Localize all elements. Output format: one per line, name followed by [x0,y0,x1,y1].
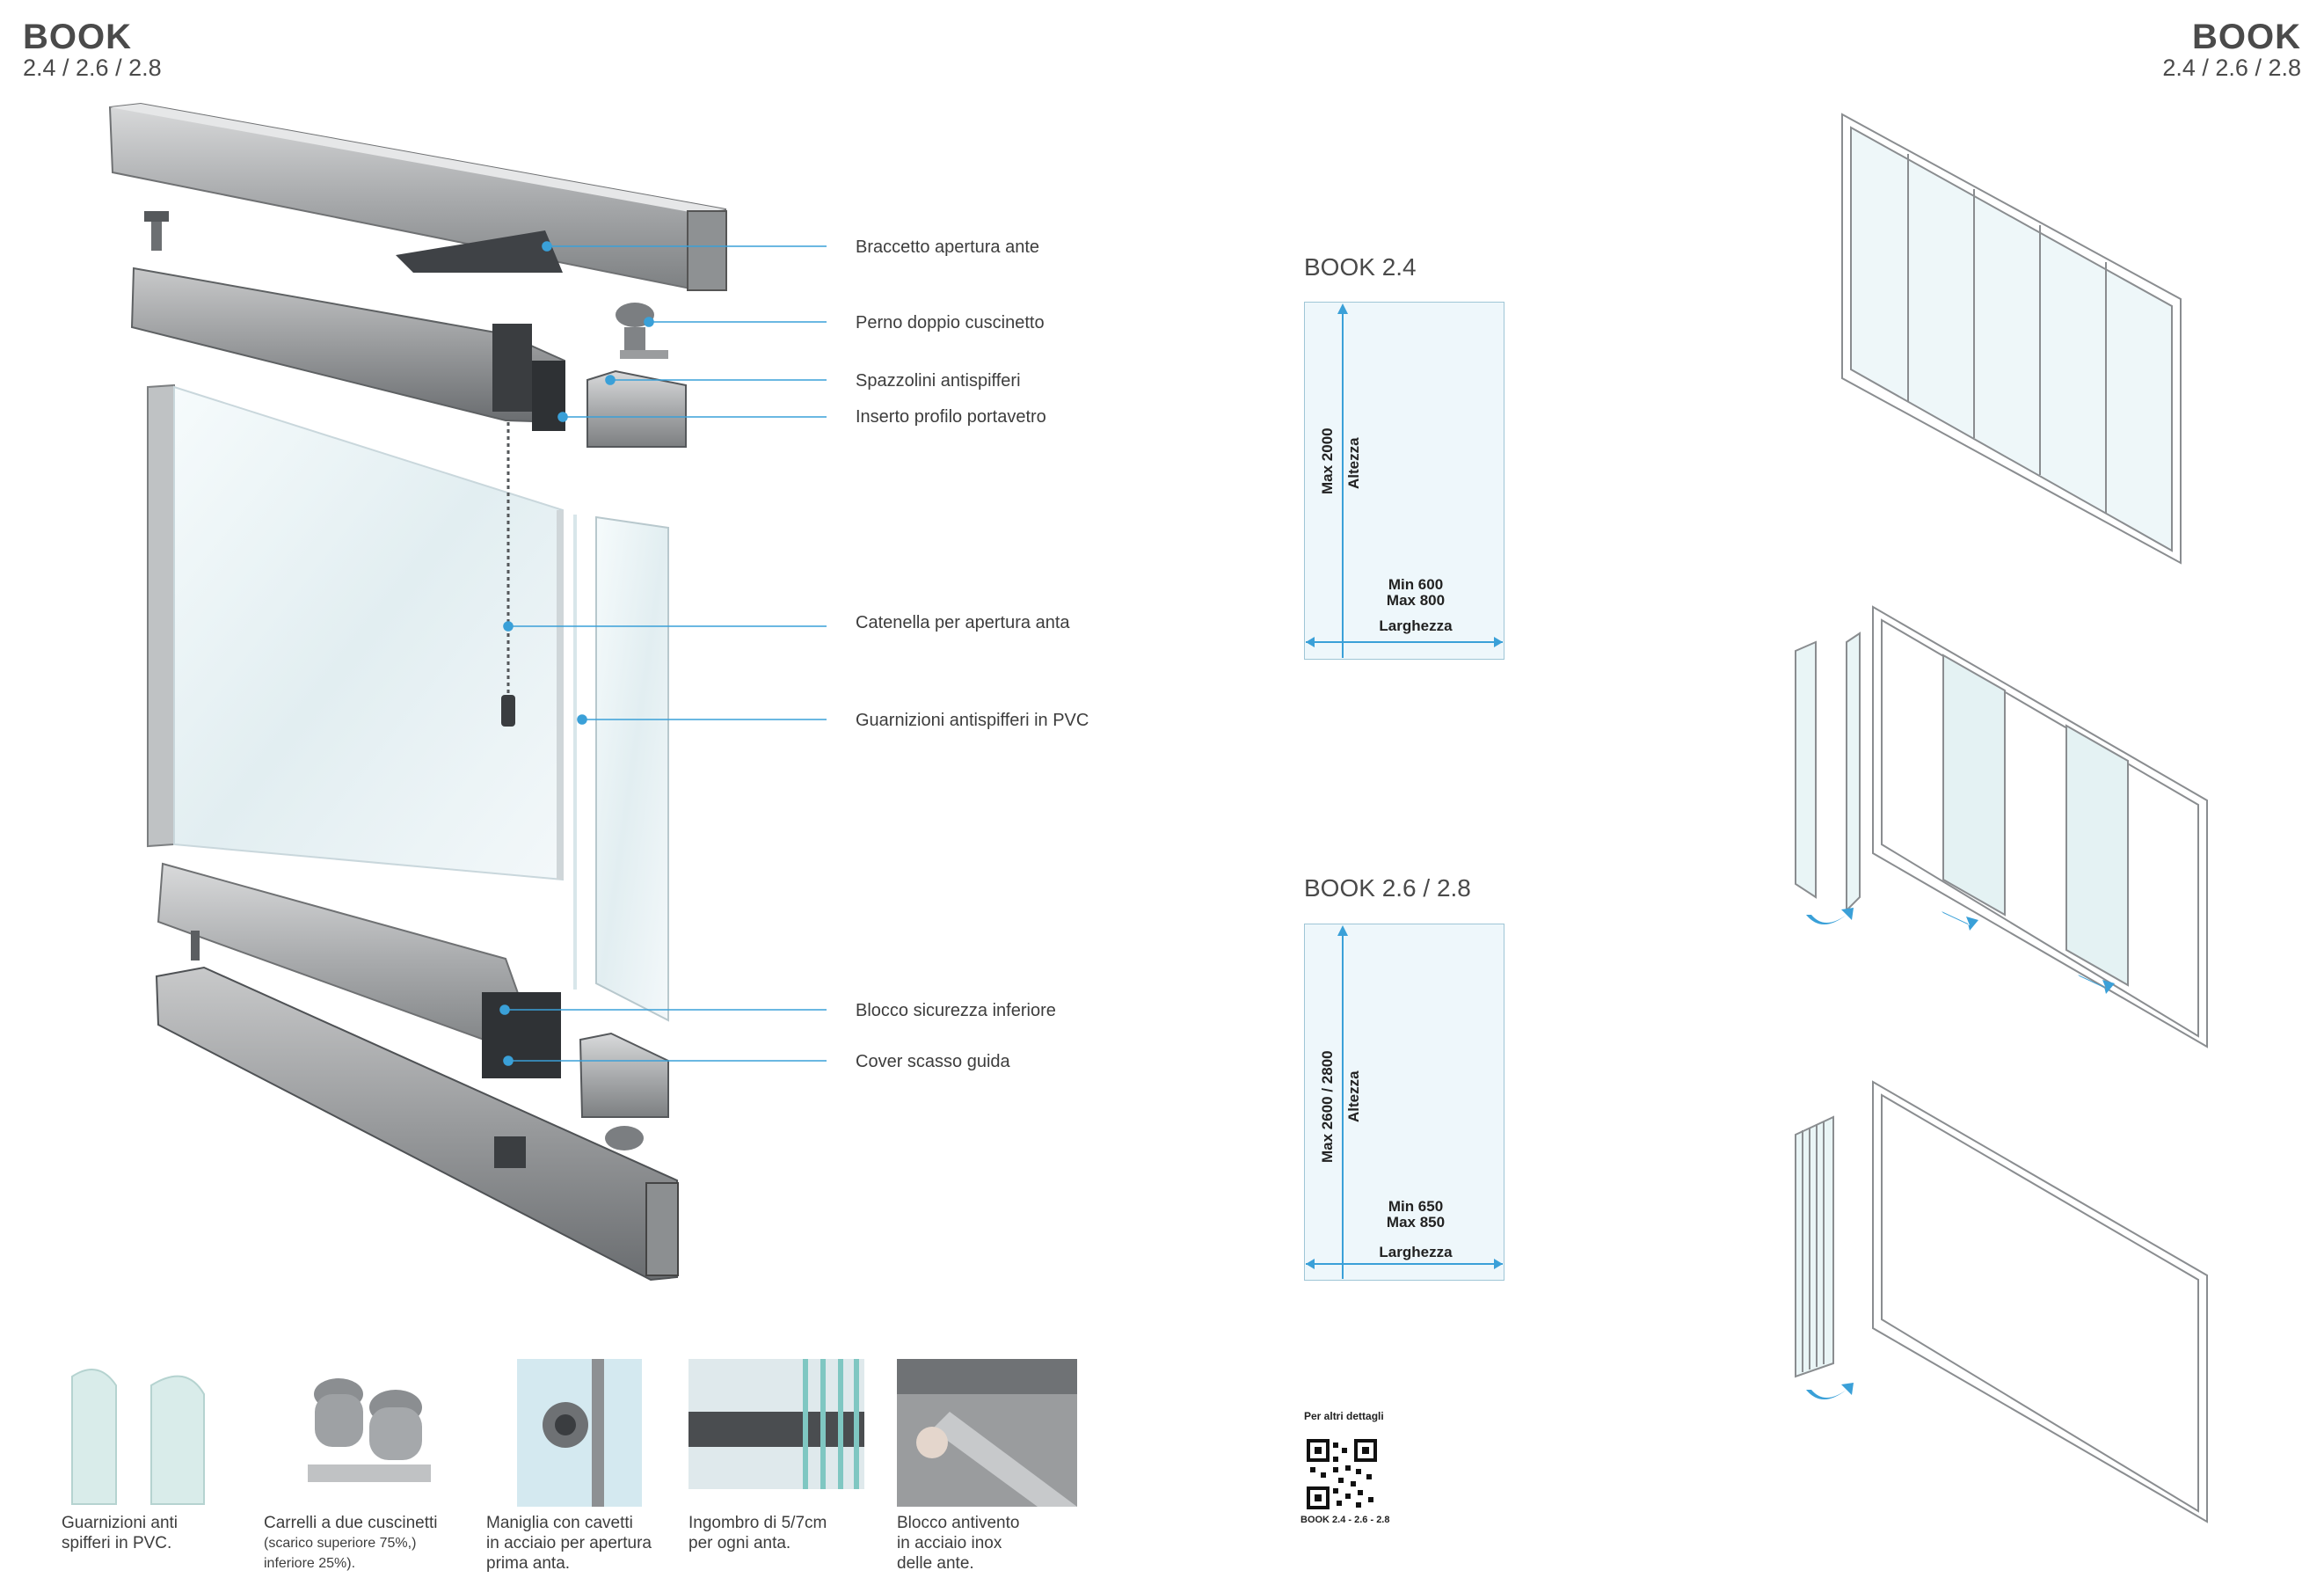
height-label: Altezza [1345,437,1362,489]
header-left: BOOK 2.4 / 2.6 / 2.8 [23,19,162,81]
dimension-title: BOOK 2.4 [1304,253,1417,281]
callout-label: Catenella per apertura anta [856,613,1070,632]
qr-heading: Per altri dettagli [1304,1410,1384,1422]
caption-line: in acciaio per apertura [486,1534,652,1552]
insert-profile [586,369,687,448]
model-list: 2.4 / 2.6 / 2.8 [23,55,162,81]
caption-line: prima anta. [486,1554,571,1573]
top-rail [108,102,727,291]
width-min: Min 650 [1388,1198,1444,1215]
thumb-caption-gaskets: Guarnizioni anti spifferi in PVC. [62,1513,178,1553]
callout-label: Inserto profilo portavetro [856,407,1046,427]
dimension-panel-24 [1304,302,1504,660]
pvc-gasket-image [71,1369,205,1505]
caption-line: Maniglia con cavetti [486,1514,633,1532]
caption-line: spifferi in PVC. [62,1534,172,1552]
height-label: Altezza [1345,1070,1362,1122]
caption-note: inferiore 25%). [264,1556,356,1571]
open-state [1795,1080,2208,1523]
roller-bottom [579,1032,669,1150]
dimension-arrows-24 [1306,303,1503,658]
opening-sequence-illustration [1795,113,2208,1523]
qr-code [1307,1439,1377,1509]
thumb-caption-footprint: Ingombro di 5/7cm per ogni anta. [688,1513,827,1553]
footprint-image [688,1359,864,1489]
model-list-right: 2.4 / 2.6 / 2.8 [2162,55,2301,81]
lower-profile [155,862,679,1282]
thumb-caption-handle: Maniglia con cavetti in acciaio per aper… [486,1513,652,1574]
upper-profile [130,267,565,431]
width-max: Max 850 [1386,1214,1446,1231]
caption-line: Guarnizioni anti [62,1514,178,1532]
opening-state [1795,605,2208,1048]
dimension-arrows-26-28 [1306,925,1503,1279]
width-max: Max 800 [1386,592,1446,609]
callout-label: Perno doppio cuscinetto [856,313,1045,332]
dimension-panel-26-28 [1304,924,1504,1281]
caption-line: per ogni anta. [688,1534,791,1552]
thumb-caption-carriages: Carrelli a due cuscinetti (scarico super… [264,1513,437,1574]
width-label: Larghezza [1379,617,1453,634]
callout-label: Braccetto apertura ante [856,237,1040,257]
header-right: BOOK 2.4 / 2.6 / 2.8 [2162,19,2301,81]
width-min: Min 600 [1388,576,1444,593]
handle-image-drawing [517,1359,642,1507]
dimension-title: BOOK 2.6 / 2.8 [1304,874,1471,902]
caption-note: (scarico superiore 75%,) [264,1536,417,1551]
callout-label: Spazzolini antispifferi [856,371,1021,391]
caption-line: in acciaio inox [897,1534,1002,1552]
callout-label: Blocco sicurezza inferiore [856,1001,1056,1020]
caption-line: Carrelli a due cuscinetti [264,1514,438,1532]
direction-arrows [1806,908,2115,994]
wind-lock-image [897,1359,1077,1507]
glass-panel [147,383,669,1022]
width-range: Min 650 Max 850 [1372,1199,1460,1231]
callout-label: Guarnizioni antispifferi in PVC [856,711,1089,730]
roller-top [616,303,668,359]
caption-line: Ingombro di 5/7cm [688,1514,827,1532]
qr-caption: BOOK 2.4 - 2.6 - 2.8 [1300,1515,1390,1525]
callout-label: Cover scasso guida [856,1052,1010,1071]
brand-title: BOOK [23,18,132,56]
roller-carriage-image [308,1378,431,1482]
width-label: Larghezza [1379,1244,1453,1260]
closed-state [1841,113,2182,565]
caption-line: delle ante. [897,1554,974,1573]
brand-title-right: BOOK [2192,18,2301,56]
caption-line: Blocco antivento [897,1514,1020,1532]
height-value: Max 2600 / 2800 [1319,1050,1336,1163]
thumb-caption-windlock: Blocco antivento in acciaio inox delle a… [897,1513,1019,1574]
width-range: Min 600 Max 800 [1372,577,1460,609]
height-value: Max 2000 [1319,427,1336,494]
